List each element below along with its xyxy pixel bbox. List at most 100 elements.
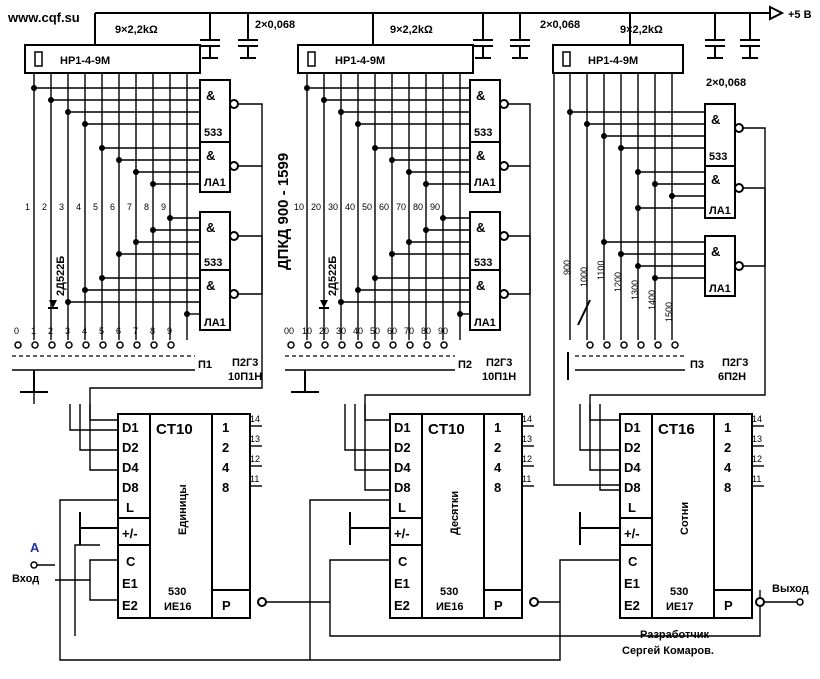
svg-text:L: L bbox=[628, 500, 636, 515]
resistor-pack-3: НР1-4-9М bbox=[552, 44, 684, 74]
svg-text:80: 80 bbox=[413, 202, 423, 212]
svg-text:7: 7 bbox=[127, 202, 132, 212]
svg-text:2: 2 bbox=[494, 440, 501, 455]
svg-text:D2: D2 bbox=[122, 440, 139, 455]
svg-text:ЛА1: ЛА1 bbox=[709, 283, 731, 295]
counter-units-name: Единицы bbox=[177, 484, 189, 535]
gate-1d: &ЛА1 bbox=[199, 269, 239, 331]
svg-text:D8: D8 bbox=[122, 480, 139, 495]
svg-text:12: 12 bbox=[752, 454, 762, 464]
svg-text:D2: D2 bbox=[394, 440, 411, 455]
svg-text:D1: D1 bbox=[624, 420, 641, 435]
svg-text:8: 8 bbox=[724, 480, 731, 495]
gate-1c: &533 bbox=[199, 211, 239, 271]
svg-text:+/-: +/- bbox=[624, 526, 640, 541]
svg-text:12: 12 bbox=[250, 454, 260, 464]
svg-text:60: 60 bbox=[387, 326, 397, 336]
svg-text:E1: E1 bbox=[624, 576, 640, 591]
svg-text:&: & bbox=[206, 88, 215, 103]
svg-text:80: 80 bbox=[421, 326, 431, 336]
svg-text:D8: D8 bbox=[624, 480, 641, 495]
svg-text:533: 533 bbox=[204, 127, 222, 139]
site-label: www.cqf.su bbox=[7, 10, 80, 25]
svg-text:2Д522Б: 2Д522Б bbox=[327, 256, 339, 296]
switch-p2[interactable] bbox=[285, 341, 455, 393]
svg-text:&: & bbox=[476, 220, 485, 235]
svg-text:E2: E2 bbox=[394, 598, 410, 613]
svg-text:533: 533 bbox=[474, 127, 492, 139]
svg-text:НР1-4-9М: НР1-4-9М bbox=[60, 55, 110, 67]
svg-text:D4: D4 bbox=[624, 460, 641, 475]
svg-text:НР1-4-9М: НР1-4-9М bbox=[335, 55, 385, 67]
caps-label-2: 2×0,068 bbox=[540, 19, 580, 31]
svg-text:533: 533 bbox=[709, 151, 727, 163]
switch-p1-model: 10П1Н bbox=[228, 371, 262, 383]
svg-text:5: 5 bbox=[99, 326, 104, 336]
gate-3a: &533 bbox=[704, 103, 744, 167]
resistor-pack-2: НР1-4-9М bbox=[297, 44, 474, 74]
svg-text:12: 12 bbox=[522, 454, 532, 464]
svg-text:+/-: +/- bbox=[394, 526, 410, 541]
svg-text:40: 40 bbox=[345, 202, 355, 212]
svg-text:13: 13 bbox=[522, 434, 532, 444]
svg-text:&: & bbox=[206, 148, 215, 163]
svg-text:8: 8 bbox=[222, 480, 229, 495]
gate-1b: & ЛА1 bbox=[199, 141, 239, 193]
switch-p3[interactable] bbox=[567, 299, 685, 380]
svg-text:1100: 1100 bbox=[596, 261, 606, 280]
svg-text:1: 1 bbox=[724, 420, 731, 435]
svg-text:E1: E1 bbox=[122, 576, 138, 591]
switch-p1[interactable] bbox=[12, 341, 195, 393]
svg-text:&: & bbox=[476, 148, 485, 163]
power-arrow-icon bbox=[769, 5, 785, 21]
svg-text:30: 30 bbox=[328, 202, 338, 212]
svg-text:D2: D2 bbox=[624, 440, 641, 455]
svg-text:ИЕ17: ИЕ17 bbox=[666, 601, 693, 613]
svg-text:3: 3 bbox=[59, 202, 64, 212]
gate-3c: &ЛА1 bbox=[704, 235, 744, 297]
svg-text:P: P bbox=[494, 598, 503, 613]
counter-units-type: CT10 bbox=[156, 421, 193, 438]
svg-text:8: 8 bbox=[494, 480, 501, 495]
svg-text:4: 4 bbox=[494, 460, 502, 475]
svg-text:2: 2 bbox=[724, 440, 731, 455]
input-terminal[interactable] bbox=[30, 561, 38, 569]
svg-text:1: 1 bbox=[222, 420, 229, 435]
switch-p1-type: П2Г3 bbox=[232, 357, 258, 369]
svg-text:2Д522Б: 2Д522Б bbox=[55, 256, 67, 296]
svg-text:4: 4 bbox=[82, 326, 87, 336]
svg-text:E2: E2 bbox=[122, 598, 138, 613]
svg-text:D4: D4 bbox=[122, 460, 139, 475]
svg-text:&: & bbox=[711, 172, 720, 187]
switch-p1-label: П1 bbox=[198, 359, 212, 371]
svg-text:13: 13 bbox=[250, 434, 260, 444]
svg-text:ИЕ16: ИЕ16 bbox=[164, 601, 191, 613]
svg-text:90: 90 bbox=[438, 326, 448, 336]
gate-2d: &ЛА1 bbox=[469, 269, 509, 331]
svg-text:2: 2 bbox=[42, 202, 47, 212]
svg-text:1500: 1500 bbox=[664, 302, 674, 322]
svg-text:7: 7 bbox=[133, 326, 138, 336]
svg-text:D1: D1 bbox=[394, 420, 411, 435]
svg-text:14: 14 bbox=[250, 414, 260, 424]
svg-text:6: 6 bbox=[110, 202, 115, 212]
svg-text:ЛА1: ЛА1 bbox=[474, 317, 496, 329]
svg-text:4: 4 bbox=[222, 460, 230, 475]
svg-text:20: 20 bbox=[319, 326, 329, 336]
caps-label-1: 2×0,068 bbox=[255, 19, 295, 31]
svg-text:60: 60 bbox=[379, 202, 389, 212]
output-label: Выход bbox=[772, 583, 809, 595]
svg-text:11: 11 bbox=[250, 474, 259, 484]
svg-text:ЛА1: ЛА1 bbox=[204, 177, 226, 189]
svg-text:НР1-4-9М: НР1-4-9М bbox=[588, 55, 638, 67]
input-a-label: A bbox=[30, 540, 40, 555]
svg-text:&: & bbox=[206, 278, 215, 293]
svg-text:L: L bbox=[398, 500, 406, 515]
gate-2b: &ЛА1 bbox=[469, 141, 509, 193]
svg-text:5: 5 bbox=[93, 202, 98, 212]
svg-text:9: 9 bbox=[167, 326, 172, 336]
svg-text:C: C bbox=[126, 554, 136, 569]
